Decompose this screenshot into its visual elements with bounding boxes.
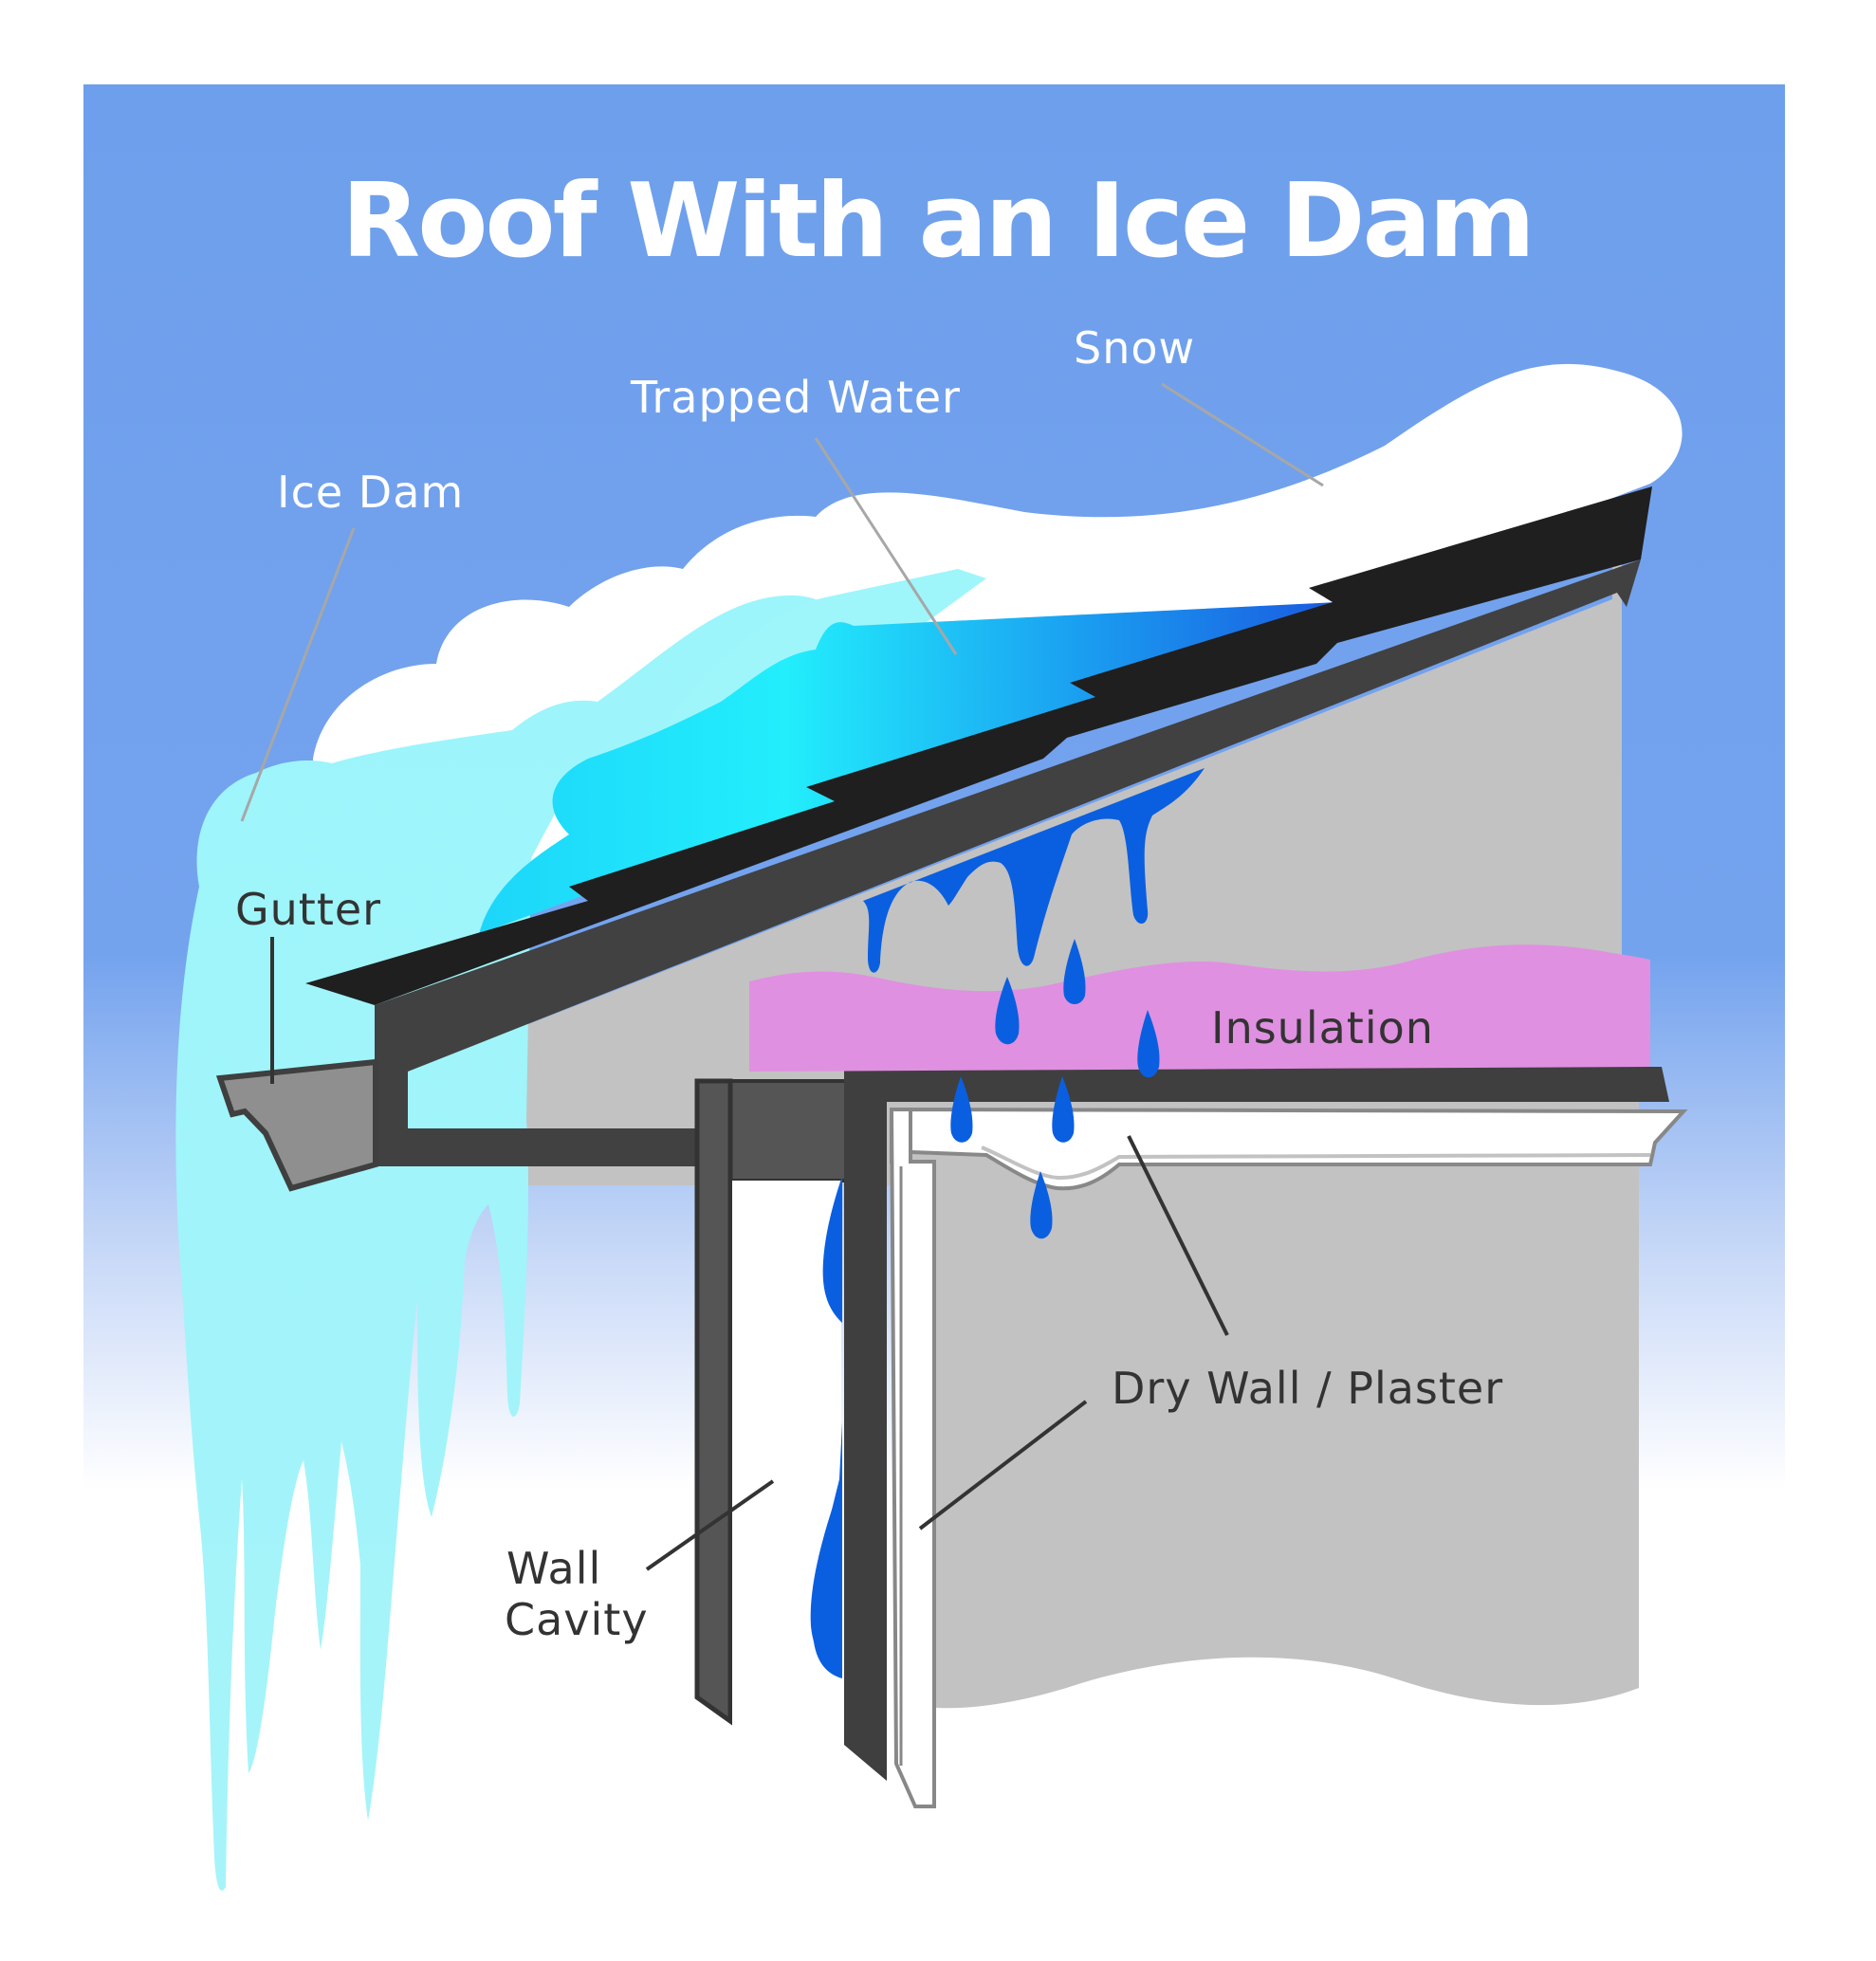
roof-fascia	[375, 559, 1641, 1162]
ice-dam	[175, 595, 842, 1891]
drywall-wall	[889, 1108, 936, 1808]
interior-wall	[398, 526, 1639, 1709]
plaster-ceiling-leader	[1127, 1135, 1229, 1336]
label-dry-wall-plaster: Dry Wall / Plaster	[1112, 1363, 1503, 1414]
trapped-water-leader	[814, 437, 958, 655]
outer-wall-stud	[694, 1078, 733, 1726]
label-trapped-water: Trapped Water	[630, 372, 961, 423]
insulation	[749, 944, 1650, 1072]
roof-drips	[863, 768, 1205, 973]
diagram-title: Roof With an Ice Dam	[341, 162, 1533, 281]
label-wall-cavity-line2: Cavity	[505, 1594, 649, 1645]
ceiling-beam	[844, 1067, 1669, 1117]
water-droplets	[950, 939, 1160, 1239]
label-ice-dam: Ice Dam	[277, 467, 464, 518]
gutter	[215, 1058, 378, 1192]
label-wall-cavity-line1: Wall	[506, 1543, 601, 1594]
label-gutter: Gutter	[235, 884, 381, 935]
ice-dam-leader	[240, 527, 356, 822]
drywall-ceiling	[890, 1107, 1688, 1191]
snow-leader	[1161, 382, 1324, 487]
wall-leak-lower	[810, 1479, 842, 1677]
roof-top-shingle	[305, 486, 1652, 1005]
drywall-sag	[981, 1145, 1651, 1181]
inner-wall-stud	[844, 1067, 887, 1781]
plaster-wall-leader	[918, 1400, 1088, 1530]
wall-cavity-leader	[645, 1479, 775, 1571]
label-snow: Snow	[1074, 322, 1195, 374]
soffit	[375, 1005, 702, 1166]
label-insulation: Insulation	[1211, 1002, 1434, 1054]
